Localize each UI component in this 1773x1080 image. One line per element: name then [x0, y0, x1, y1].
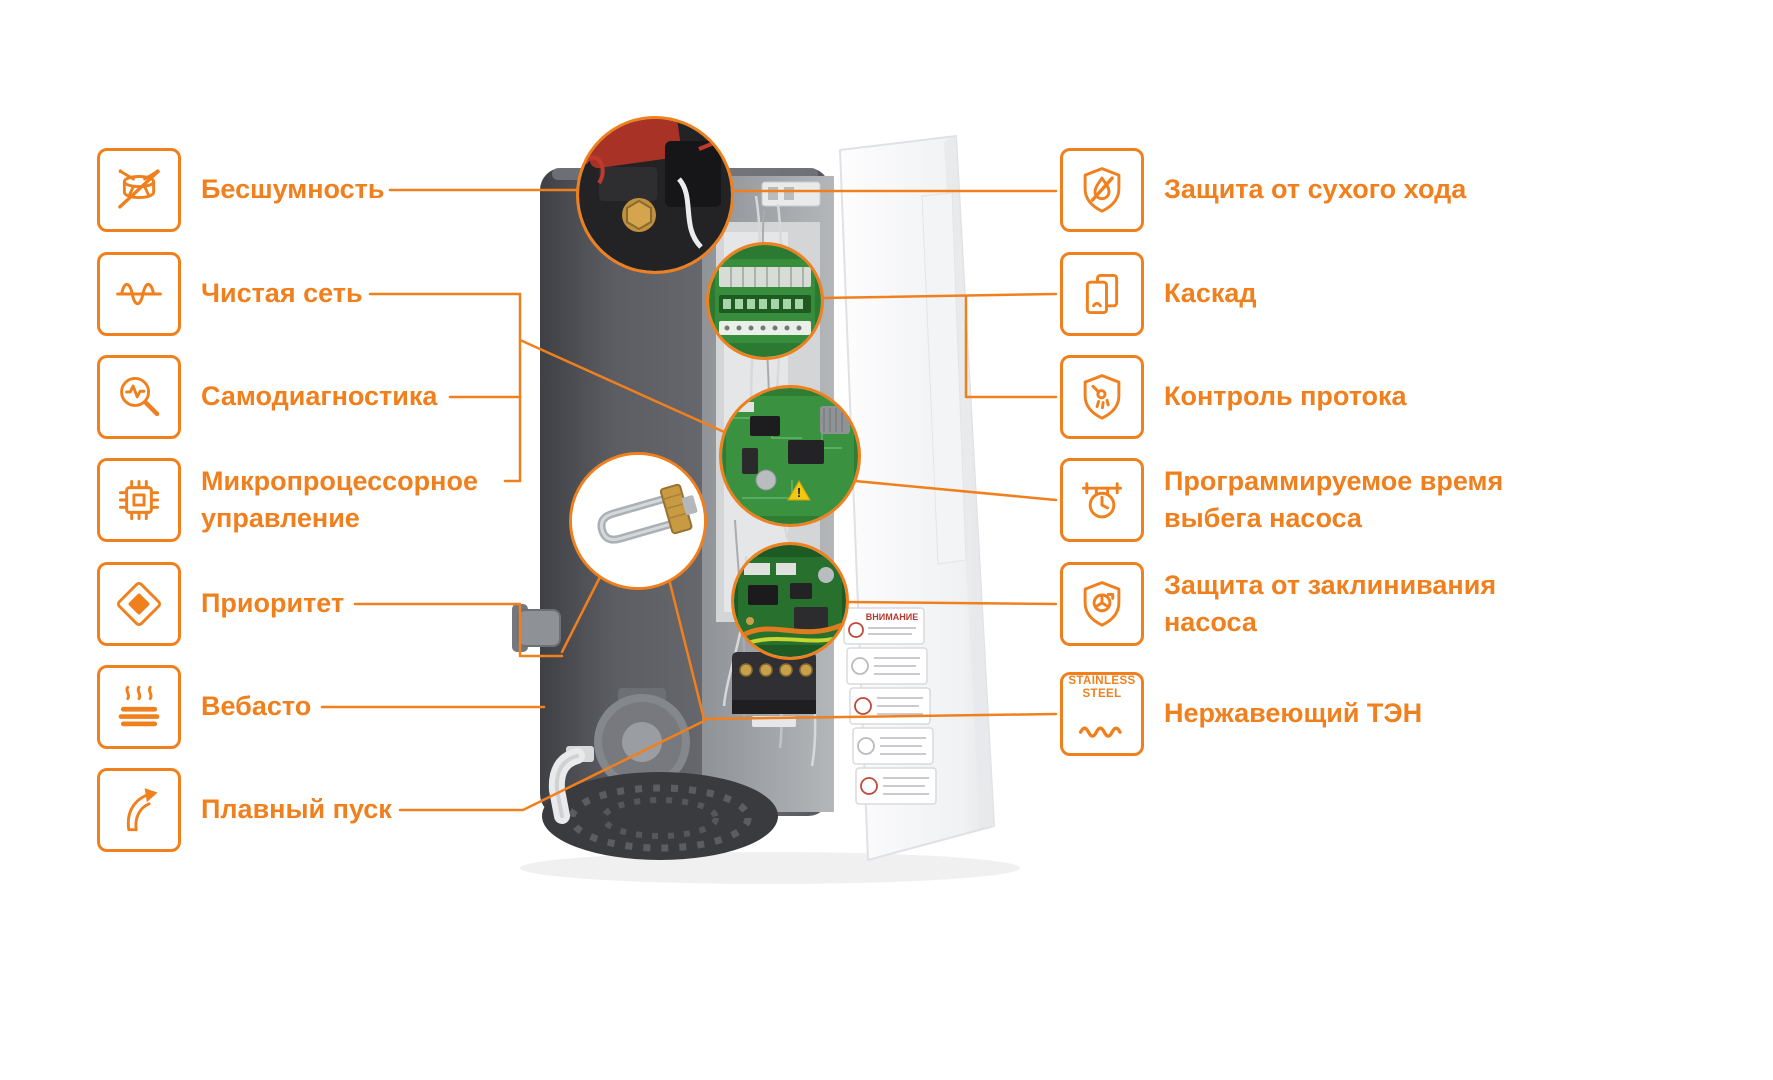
power-board-closeup	[734, 545, 846, 657]
line-ten-right	[667, 577, 706, 721]
icon-box	[97, 458, 181, 542]
svg-text:!: !	[797, 485, 801, 500]
feature-self-diagnostics: Самодиагностика	[97, 355, 461, 439]
feature-pump-overrun-timer: Программируемое время выбега насоса	[1060, 458, 1564, 542]
control-board-closeup: !	[722, 388, 858, 524]
burner-closeup	[579, 119, 731, 271]
callout-terminals-photo	[706, 242, 824, 360]
line-stainless	[702, 712, 1058, 721]
diagnostics-magnifier-icon	[120, 376, 160, 417]
feature-dry-run-protection: Защита от сухого хода	[1060, 148, 1524, 232]
feature-label: Программируемое время выбега насоса	[1164, 465, 1504, 533]
feature-quiet: Бесшумность	[97, 148, 421, 232]
webasto-heat-icon	[118, 685, 160, 727]
feature-stainless-ten: STAINLESS STEEL Нержавеющий ТЭН	[1060, 672, 1494, 756]
warning-sticker	[849, 687, 931, 725]
priority-diamond-icon	[116, 581, 162, 627]
line-cascade	[819, 292, 1058, 300]
stainless-caption-line1: STAINLESS	[1068, 675, 1136, 687]
icon-box	[1060, 252, 1144, 336]
feature-clean-power: Чистая сеть	[97, 252, 421, 336]
line-pump-timer	[853, 479, 1058, 502]
feature-label: Самодиагностика	[201, 381, 438, 412]
feature-label: Контроль протока	[1164, 381, 1407, 412]
heating-element-closeup	[572, 455, 704, 587]
warning-sticker	[855, 767, 937, 805]
feature-webasto: Вебасто	[97, 665, 421, 749]
icon-box	[1060, 355, 1144, 439]
flow-control-shield-icon	[1083, 374, 1121, 420]
bottom-hose	[548, 746, 594, 824]
icon-box	[97, 768, 181, 852]
callout-control-board-photo: !	[719, 385, 861, 527]
feature-label: Защита от сухого хода	[1164, 174, 1467, 205]
line-bus-to-pcb	[518, 338, 735, 438]
line-ten-left	[560, 573, 603, 654]
bottom-vent-disc	[542, 772, 778, 860]
icon-box	[1060, 562, 1144, 646]
feature-pump-jam-protection: Защита от заклинивания насоса	[1060, 562, 1564, 646]
warning-sticker	[846, 647, 928, 685]
dry-run-shield-icon	[1083, 167, 1121, 213]
feature-label: Нержавеющий ТЭН	[1164, 698, 1423, 729]
icon-box	[97, 665, 181, 749]
sine-wave-icon	[116, 282, 162, 306]
warning-sticker: ВНИМАНИЕ	[843, 607, 925, 645]
muted-drum-icon	[118, 169, 160, 209]
warning-sticker	[852, 727, 934, 765]
feature-label: Плавный пуск	[201, 794, 392, 825]
callout-burner-photo	[576, 116, 734, 274]
stainless-caption-line2: STEEL	[1082, 688, 1122, 701]
icon-box: STAINLESS STEEL	[1060, 672, 1144, 756]
feature-label: Приоритет	[201, 588, 345, 619]
pump-timer-icon	[1081, 482, 1123, 519]
terminals-closeup	[709, 245, 821, 357]
feature-microprocessor: Микропроцессорное управление	[97, 458, 521, 542]
stainless-steel-icon	[1078, 727, 1122, 739]
side-pipe	[512, 604, 561, 652]
open-door	[839, 135, 995, 861]
circulation-pump	[594, 688, 690, 790]
soft-start-arrow-icon	[126, 788, 158, 832]
feature-label: Бесшумность	[201, 174, 385, 205]
feature-label: Каскад	[1164, 278, 1257, 309]
feature-flow-control: Контроль протока	[1060, 355, 1464, 439]
icon-box	[97, 252, 181, 336]
feature-label: Чистая сеть	[201, 278, 363, 309]
door-sticker-heading: ВНИМАНИЕ	[866, 612, 918, 622]
icon-box	[97, 148, 181, 232]
line-soft-start	[398, 719, 706, 812]
feature-priority: Приоритет	[97, 562, 421, 646]
cascade-boilers-icon	[1085, 273, 1119, 315]
terminal-block	[732, 652, 816, 727]
floor-shadow	[520, 852, 1020, 884]
icon-box	[97, 355, 181, 439]
line-pump-jam	[843, 600, 1058, 606]
feature-cascade: Каскад	[1060, 252, 1384, 336]
feature-soft-start: Плавный пуск	[97, 768, 441, 852]
callout-power-board-photo	[731, 542, 849, 660]
line-flow-control	[964, 295, 1058, 399]
pump-jam-shield-icon	[1083, 581, 1121, 627]
icon-box	[97, 562, 181, 646]
door-warning-stickers: ВНИМАНИЕ	[843, 607, 937, 805]
feature-label: Вебасто	[201, 691, 312, 722]
icon-box	[1060, 458, 1144, 542]
microchip-icon	[118, 479, 160, 521]
feature-label: Микропроцессорное управление	[201, 465, 478, 533]
callout-heating-element-photo	[569, 452, 707, 590]
icon-box	[1060, 148, 1144, 232]
feature-label: Защита от заклинивания насоса	[1164, 569, 1497, 637]
